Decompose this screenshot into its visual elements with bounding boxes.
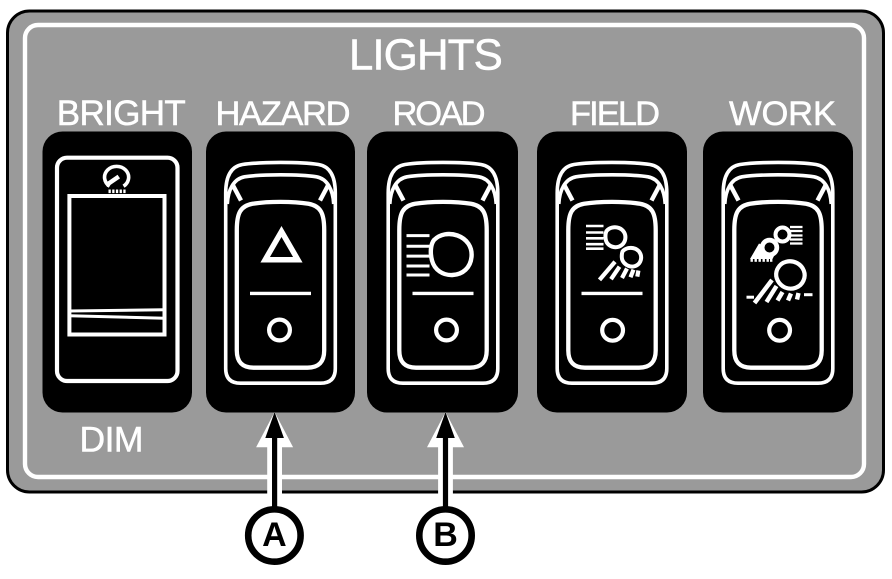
svg-text:BRIGHT: BRIGHT [57,94,186,133]
svg-text:ROAD: ROAD [393,95,486,133]
svg-text:HAZARD: HAZARD [216,95,351,133]
svg-text:DIM: DIM [80,420,144,460]
svg-text:A: A [262,516,287,554]
svg-text:LIGHTS: LIGHTS [349,31,503,80]
svg-text:B: B [433,516,458,554]
svg-text:WORK: WORK [729,95,836,133]
svg-text:FIELD: FIELD [570,95,660,133]
